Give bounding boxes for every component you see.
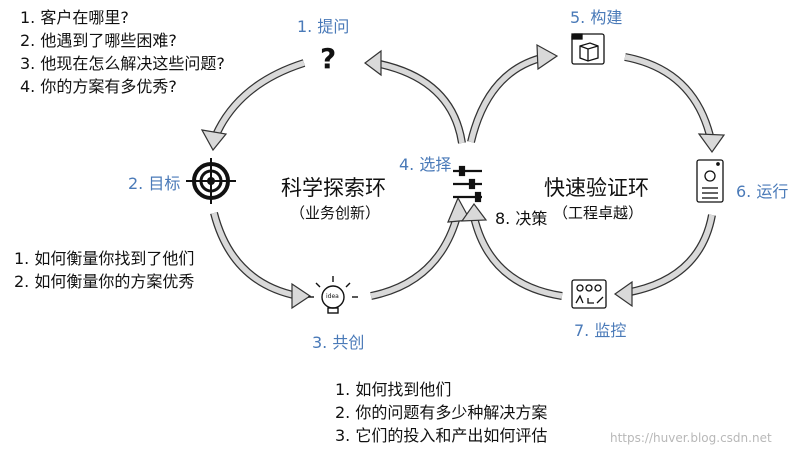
arrowhead-build (536, 43, 559, 71)
arrowhead-select-right (460, 202, 488, 222)
list-item: 2. 他遇到了哪些困难? (20, 31, 177, 50)
step-label-run: 6. 运行 (736, 182, 789, 201)
question-mark-icon: ? (320, 42, 337, 75)
build-box-icon (571, 33, 605, 65)
measure-questions-list: 1. 如何衡量你找到了他们 2. 如何衡量你的方案优秀 (14, 247, 194, 293)
arrowhead-monitor (613, 280, 633, 308)
arrowhead-select-left (447, 196, 471, 223)
arrowhead-question (364, 49, 382, 77)
arrow-build-to-run (624, 53, 715, 141)
device-icon (696, 159, 724, 203)
list-item: 2. 你的问题有多少种解决方案 (335, 403, 548, 422)
arrow-goal-to-cocreate (210, 212, 299, 300)
watermark: https://huver.blog.csdn.net (610, 431, 772, 445)
lightbulb-icon (308, 276, 358, 314)
step-label-decide: 8. 决策 (495, 209, 548, 228)
list-item: 4. 你的方案有多优秀? (20, 77, 177, 96)
step-label-monitor: 7. 监控 (574, 321, 627, 340)
arrow-question-to-goal (209, 59, 306, 144)
step-label-goal: 2. 目标 (128, 174, 181, 193)
list-item: 1. 如何找到他们 (335, 380, 452, 399)
arrowhead-goal (200, 129, 228, 152)
list-item: 1. 客户在哪里? (20, 8, 129, 27)
arrow-select-to-build (467, 53, 546, 143)
step-label-cocreate: 3. 共创 (312, 333, 365, 352)
list-item: 1. 如何衡量你找到了他们 (14, 249, 195, 268)
left-loop-subtitle: （业务创新） (290, 204, 381, 222)
bulb-idea-text: idea (326, 293, 339, 300)
arrowhead-cocreate (291, 282, 312, 310)
right-loop-subtitle: （工程卓越） (553, 204, 644, 222)
arrowhead-run (697, 133, 726, 154)
sliders-icon (453, 165, 482, 203)
list-item: 2. 如何衡量你的方案优秀 (14, 272, 195, 291)
step-label-ask: 1. 提问 (297, 17, 350, 36)
left-loop-title: 科学探索环 (281, 176, 386, 200)
step-label-select: 4. 选择 (399, 155, 452, 174)
step-label-build: 5. 构建 (570, 8, 623, 27)
monitor-dashboard-icon (571, 279, 607, 309)
list-item: 3. 它们的投入和产出如何评估 (335, 426, 548, 445)
arrow-cocreate-to-select (370, 211, 462, 300)
customer-questions-list: 1. 客户在哪里? 2. 他遇到了哪些困难? 3. 他现在怎么解决这些问题? 4… (20, 6, 225, 98)
target-icon (186, 158, 236, 204)
right-loop-title: 快速验证环 (544, 176, 649, 200)
cocreate-questions-list: 1. 如何找到他们 2. 你的问题有多少种解决方案 3. 它们的投入和产出如何评… (335, 378, 547, 447)
list-item: 3. 他现在怎么解决这些问题? (20, 54, 225, 73)
